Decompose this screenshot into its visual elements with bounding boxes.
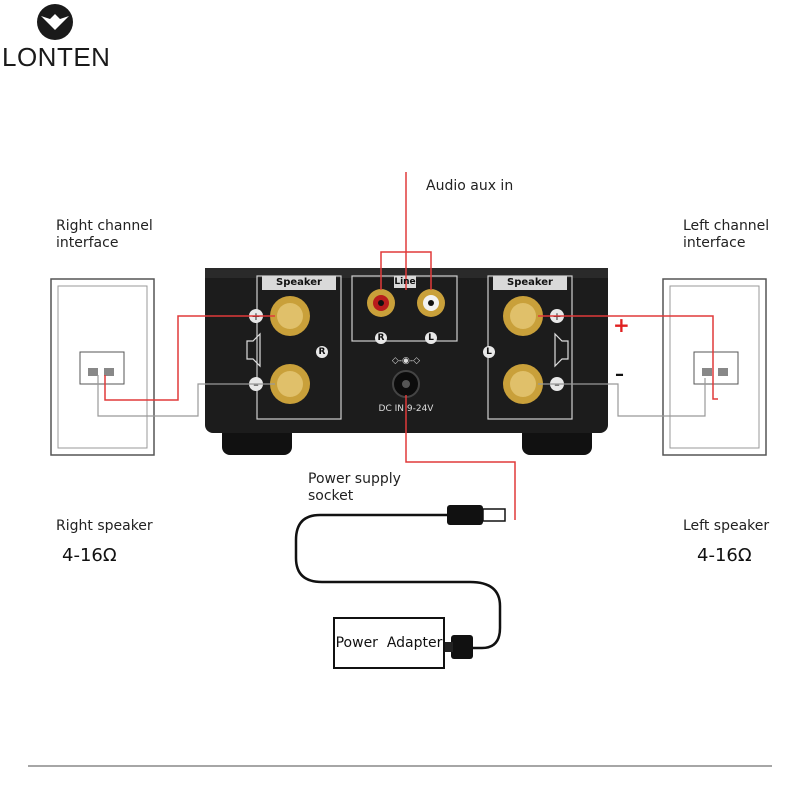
right-speaker-impedance: 4-16Ω [62, 545, 117, 566]
rca-mark-l: L [428, 333, 434, 343]
brand-name: LONTEN [2, 42, 111, 72]
dc-in-label: DC IN 9-24V [378, 404, 434, 414]
power-adapter-box: Power Adapter [333, 617, 445, 669]
power-supply-label-1: Power supply [308, 471, 401, 487]
channel-mark-l: L [486, 347, 492, 357]
brand-logo [32, 2, 78, 42]
right-channel-label-1: Right channel [56, 218, 153, 234]
grey-wires [97, 375, 706, 417]
right-speaker-label: Right speaker [56, 518, 153, 534]
audio-aux-in-label: Audio aux in [426, 178, 514, 194]
plus-mark: + [613, 313, 630, 337]
speaker-label-l: Speaker [507, 277, 553, 288]
right-channel-label-2: interface [56, 235, 119, 251]
left-channel-label-2: interface [683, 235, 746, 251]
logo-emblem-icon [37, 4, 73, 40]
left-channel-label-1: Left channel [683, 218, 770, 234]
power-cable [294, 505, 506, 659]
power-supply-label-2: socket [308, 488, 354, 504]
red-wires [104, 172, 718, 520]
channel-mark-r: R [318, 347, 326, 357]
power-adapter-label: Power Adapter [335, 635, 443, 651]
left-speaker-impedance: 4-16Ω [697, 545, 752, 566]
speaker-label-r: Speaker [276, 277, 322, 288]
line-label: Line [394, 277, 416, 287]
minus-mark: – [615, 364, 624, 385]
left-speaker-label: Left speaker [683, 518, 770, 534]
svg-text:◇-◉-◇: ◇-◉-◇ [392, 356, 420, 366]
right-speaker-cabinet [50, 278, 155, 456]
left-speaker-cabinet [662, 278, 767, 456]
rca-mark-r: R [377, 333, 385, 343]
